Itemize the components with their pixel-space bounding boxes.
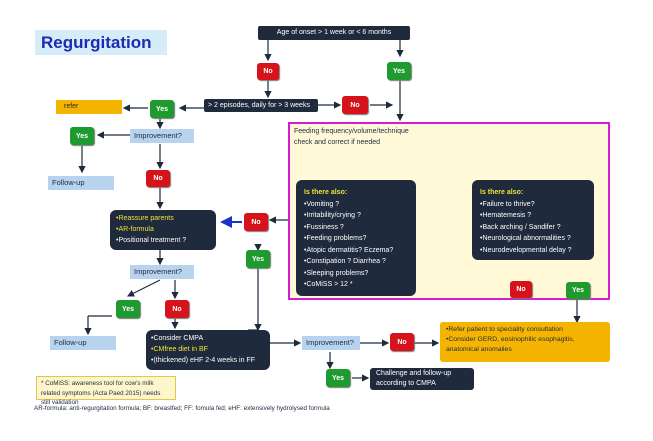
symptom-list-right: Failure to thrive? Hematemesis ? Back ar… xyxy=(480,199,586,257)
symptom-item: Fussiness ? xyxy=(304,222,408,234)
symptom-box-left-title: Is there also: xyxy=(304,189,348,196)
feeding-instruction: Feeding frequency/volume/technique check… xyxy=(294,126,494,148)
symptom-list-left: Vomiting ? Irritability/crying ? Fussine… xyxy=(304,199,408,291)
symptom-box-right-title: Is there also: xyxy=(480,189,524,196)
cmpa-list: Consider CMPA CMfree diet in BF (thicken… xyxy=(151,333,265,366)
no-badge-right-box: No xyxy=(510,281,532,298)
onset-box: Age of onset > 1 week or < 6 months xyxy=(258,26,410,40)
reassure-list: Reassure parents AR-formula Positional t… xyxy=(116,213,210,246)
yes-badge-right-box: Yes xyxy=(566,282,590,299)
reassure-box: Reassure parents AR-formula Positional t… xyxy=(110,210,216,250)
improvement-box-3: Improvement? xyxy=(302,336,360,350)
reassure-item: Reassure parents xyxy=(116,213,210,224)
no-badge-episodes: No xyxy=(342,96,368,114)
symptom-box-left: Is there also: Vomiting ? Irritability/c… xyxy=(296,180,416,296)
feeding-line-1: Feeding frequency/volume/technique xyxy=(294,128,409,135)
referral-item: Refer patient to speciality consultation xyxy=(446,325,604,335)
yes-badge-episodes: Yes xyxy=(150,100,174,118)
symptom-item: Atopic dermatitis? Eczema? xyxy=(304,245,408,257)
referral-item: Consider GERD, eosinophilic esophagitis,… xyxy=(446,335,604,355)
symptom-item: Neurological abnormalities ? xyxy=(480,233,586,245)
no-badge-improvement-1: No xyxy=(146,170,170,187)
refer-box: refer xyxy=(56,100,122,114)
symptom-item: Neurodevelopmental delay ? xyxy=(480,245,586,257)
no-badge-improvement-2: No xyxy=(165,300,189,318)
comiss-note: * CoMiSS: awareness tool for cow's milk … xyxy=(36,376,176,406)
cmpa-item: CMfree diet in BF xyxy=(151,344,265,355)
symptom-item: Irritability/crying ? xyxy=(304,210,408,222)
symptom-item: Sleeping problems? xyxy=(304,268,408,280)
cmpa-box: Consider CMPA CMfree diet in BF (thicken… xyxy=(146,330,270,370)
symptom-item: Vomiting ? xyxy=(304,199,408,211)
abbreviations-footer: AR-formula: anti-regurgitation formula; … xyxy=(34,405,330,412)
challenge-box: Challenge and follow-up according to CMP… xyxy=(370,368,474,390)
improvement-box-2: Improvement? xyxy=(130,265,194,279)
symptom-item: Feeding problems? xyxy=(304,233,408,245)
yes-badge-left-box: Yes xyxy=(246,250,270,268)
no-badge-onset: No xyxy=(257,63,279,80)
cmpa-item: Consider CMPA xyxy=(151,333,265,344)
challenge-line-1: Challenge and follow-up xyxy=(376,370,452,377)
reassure-item: AR-formula xyxy=(116,224,210,235)
episodes-box: > 2 episodes, daily for > 3 weeks xyxy=(204,99,318,112)
symptom-item: Constipation ? Diarrhea ? xyxy=(304,256,408,268)
page-title: Regurgitation xyxy=(35,30,167,55)
challenge-line-2: according to CMPA xyxy=(376,380,436,387)
cmpa-item: (thickened) eHF 2-4 weeks in FF xyxy=(151,355,265,366)
no-badge-improvement-3: No xyxy=(390,333,414,351)
yes-badge-improvement-2: Yes xyxy=(116,300,140,318)
yes-badge-onset: Yes xyxy=(387,62,411,80)
symptom-item: Hematemesis ? xyxy=(480,210,586,222)
symptom-item: Failure to thrive? xyxy=(480,199,586,211)
improvement-box-1: Improvement? xyxy=(130,129,194,143)
follow-up-box-2: Follow-up xyxy=(50,336,116,350)
yes-badge-improvement-3: Yes xyxy=(326,369,350,387)
follow-up-box-1: Follow-up xyxy=(48,176,114,190)
no-badge-left-box: No xyxy=(244,213,268,231)
referral-box: Refer patient to speciality consultation… xyxy=(440,322,610,362)
referral-list: Refer patient to speciality consultation… xyxy=(446,325,604,355)
symptom-item: CoMiSS > 12 * xyxy=(304,279,408,291)
reassure-item: Positional treatment ? xyxy=(116,235,210,246)
feeding-line-2: check and correct if needed xyxy=(294,139,380,146)
symptom-item: Back arching / Sandifer ? xyxy=(480,222,586,234)
cmpa-item-text: (thickened) eHF 2-4 weeks in FF xyxy=(153,357,255,364)
yes-badge-improvement-1: Yes xyxy=(70,127,94,145)
symptom-box-right: Is there also: Failure to thrive? Hemate… xyxy=(472,180,594,260)
